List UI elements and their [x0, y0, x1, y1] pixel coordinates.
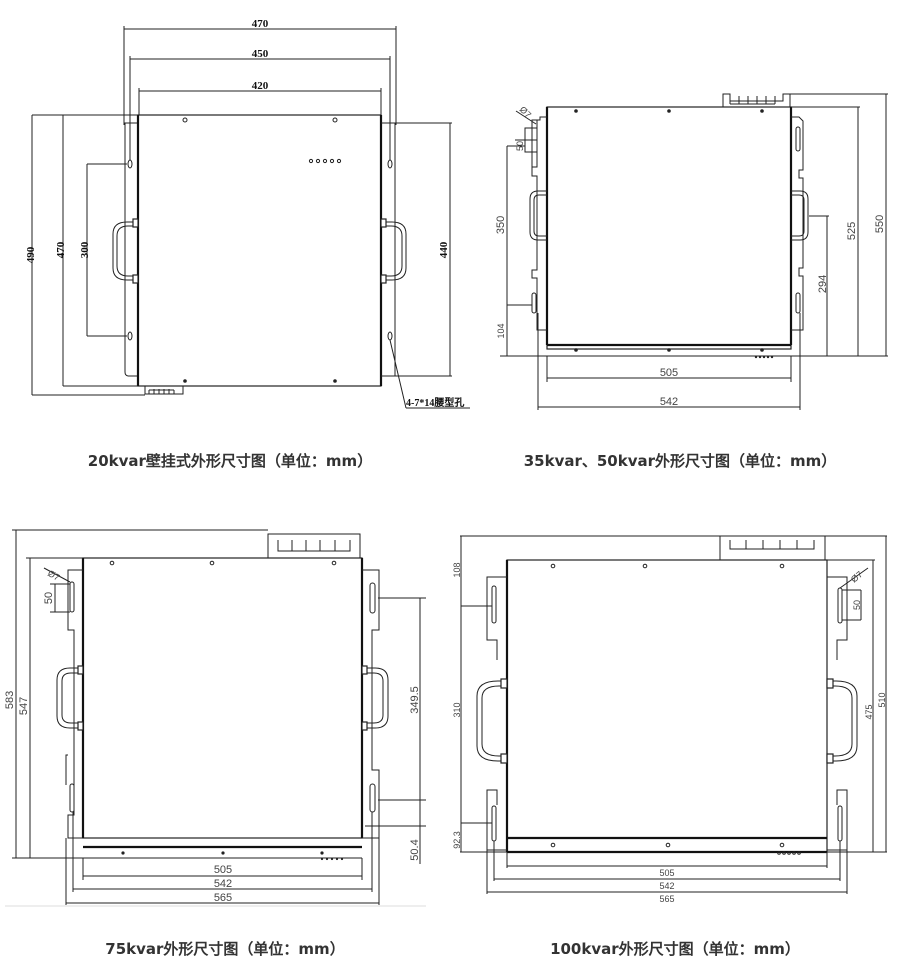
- dim-width-outer: 542: [660, 396, 678, 408]
- dim-slot-spacing: 310: [452, 702, 462, 717]
- dim-hole-diameter: Ø7: [518, 104, 534, 120]
- drawing-75kvar: Ø7 50 583 547 349.5 50.4 505 542 56: [4, 529, 426, 907]
- dim-width-mid: 542: [214, 878, 232, 890]
- dim-height-550: 550: [874, 215, 886, 233]
- drawing-100kvar: Ø7 50 108 310 92.3 475 510 505 542 5: [452, 535, 887, 904]
- dim-top-offset: 108: [452, 562, 462, 577]
- figure-caption-100kvar: 100kvar外形尺寸图（单位：mm）: [550, 940, 800, 958]
- dim-hole-diameter: Ø7: [849, 569, 865, 584]
- dim-height-294: 294: [817, 275, 829, 293]
- indicator-leds: [777, 851, 801, 855]
- dim-slot-spacing: 350: [495, 216, 507, 234]
- dim-width-body: 420: [252, 80, 269, 92]
- dim-height-total: 490: [25, 246, 37, 263]
- figure-100kvar: Ø7 50 108 310 92.3 475 510 505 542 5: [450, 520, 900, 975]
- figure-caption-20kvar: 20kvar壁挂式外形尺寸图（单位：mm）: [87, 452, 373, 470]
- drawing-35-50kvar: Ø7 50 350 104 294 525 550 505 542: [495, 93, 888, 410]
- dim-width-body: 505: [659, 868, 674, 878]
- dim-height-total: 510: [877, 692, 887, 707]
- dim-width-body: 505: [660, 367, 678, 379]
- dim-height-mount: 470: [55, 241, 67, 258]
- dim-slot-length: 50: [852, 600, 862, 610]
- dim-width-outer: 565: [214, 892, 232, 904]
- indicator-leds: [320, 857, 344, 861]
- figure-caption-75kvar: 75kvar外形尺寸图（单位：mm）: [105, 940, 345, 958]
- dim-bottom-offset: 50.4: [409, 839, 421, 860]
- dim-width-outer: 565: [659, 894, 674, 904]
- figure-35-50kvar: Ø7 50 350 104 294 525 550 505 542 35kvar…: [460, 0, 900, 480]
- dim-height-body: 475: [864, 704, 874, 719]
- figure-20kvar: 470 450 420: [0, 0, 470, 480]
- dim-hole-spacing: 300: [79, 241, 91, 258]
- indicator-leds: [754, 355, 774, 359]
- dim-bottom-offset: 92.3: [452, 831, 462, 849]
- dim-width-body: 505: [214, 864, 232, 876]
- indicator-leds: [308, 158, 342, 164]
- figure-caption-35-50kvar: 35kvar、50kvar外形尺寸图（单位：mm）: [523, 452, 837, 470]
- dim-height-525: 525: [846, 222, 858, 240]
- dim-height-total: 583: [4, 691, 16, 709]
- dim-width-mid: 450: [252, 48, 269, 60]
- dim-height-right: 440: [438, 241, 450, 258]
- dim-slot-length: 50: [43, 592, 55, 604]
- dim-bottom-offset: 104: [496, 323, 506, 338]
- dim-height-body: 547: [18, 697, 30, 715]
- slot-hole-annotation: 4-7*14腰型孔: [406, 396, 464, 409]
- drawing-20kvar: 470 450 420: [25, 18, 470, 409]
- dim-slot-spacing: 349.5: [409, 686, 421, 714]
- dim-width-mid: 542: [659, 881, 674, 891]
- dim-width-outer: 470: [252, 18, 269, 30]
- figure-75kvar: Ø7 50 583 547 349.5 50.4 505 542 56: [0, 520, 450, 975]
